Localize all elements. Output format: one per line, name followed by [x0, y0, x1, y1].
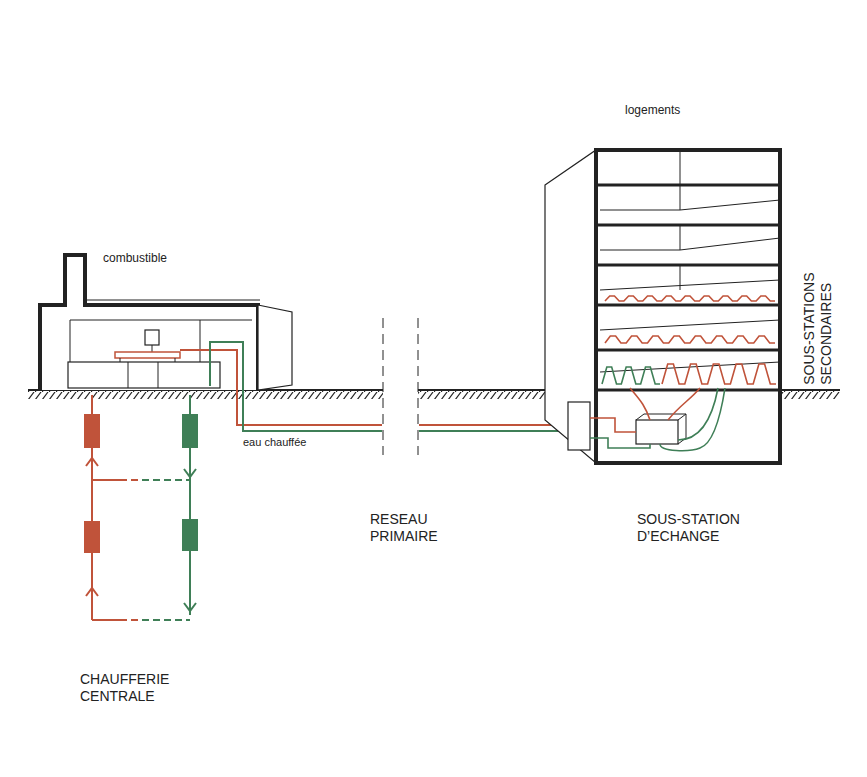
ground-loop [85, 395, 197, 620]
secondary-pipes [590, 388, 725, 451]
heating-coil [602, 367, 660, 384]
housing-block [545, 150, 780, 463]
pipe-label: eau chauffée [243, 436, 306, 449]
secondary-substations-title: SOUS-STATIONS SECONDAIRES [801, 245, 835, 385]
building-label: logements [625, 103, 680, 117]
fuel-label: combustible [103, 251, 167, 265]
plant-title: CHAUFFERIE CENTRALE [80, 671, 192, 705]
boiler-house [40, 255, 292, 390]
heating-coil [605, 336, 775, 343]
substation-title: SOUS-STATION D’ECHANGE [637, 511, 771, 545]
network-title: RESEAU PRIMAIRE [370, 511, 462, 545]
primary-pipes [180, 342, 570, 431]
break-lines [383, 318, 418, 455]
heating-coil [605, 296, 775, 301]
heating-coil [662, 364, 776, 384]
floor-heating [602, 296, 776, 384]
